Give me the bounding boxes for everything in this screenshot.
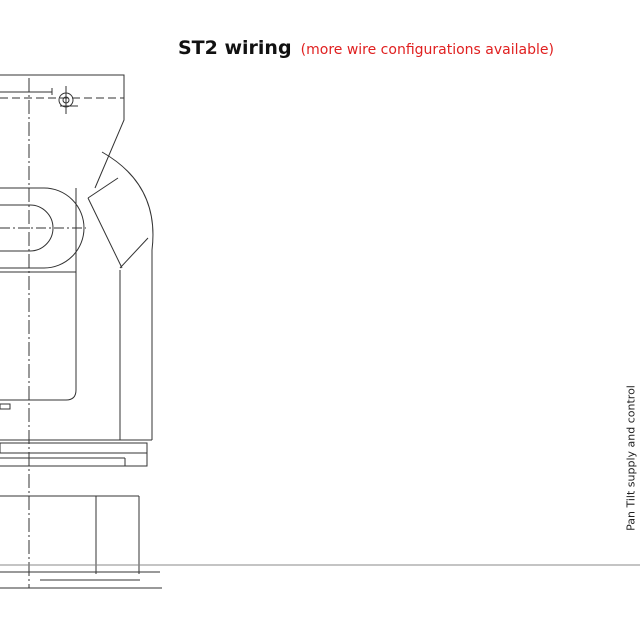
base-plate	[0, 442, 148, 454]
side-arm-outer	[101, 151, 154, 440]
side-arm-inner	[87, 197, 123, 269]
tilt-hub-outer	[0, 187, 85, 269]
body-front-outline	[0, 188, 77, 401]
connector-mark	[0, 403, 11, 410]
pan-tilt-label: Pan Tilt supply and control	[624, 385, 638, 531]
diagram-title: ST2 wiring (more wire configurations ava…	[178, 37, 554, 59]
title-main: ST2 wiring	[178, 37, 292, 59]
side-arm-segment-2	[119, 237, 149, 269]
tilt-hub-inner	[0, 204, 54, 252]
title-note[interactable]: (more wire configurations available)	[300, 42, 554, 58]
side-arm-segment-1	[87, 177, 119, 199]
base-flange	[124, 453, 148, 467]
